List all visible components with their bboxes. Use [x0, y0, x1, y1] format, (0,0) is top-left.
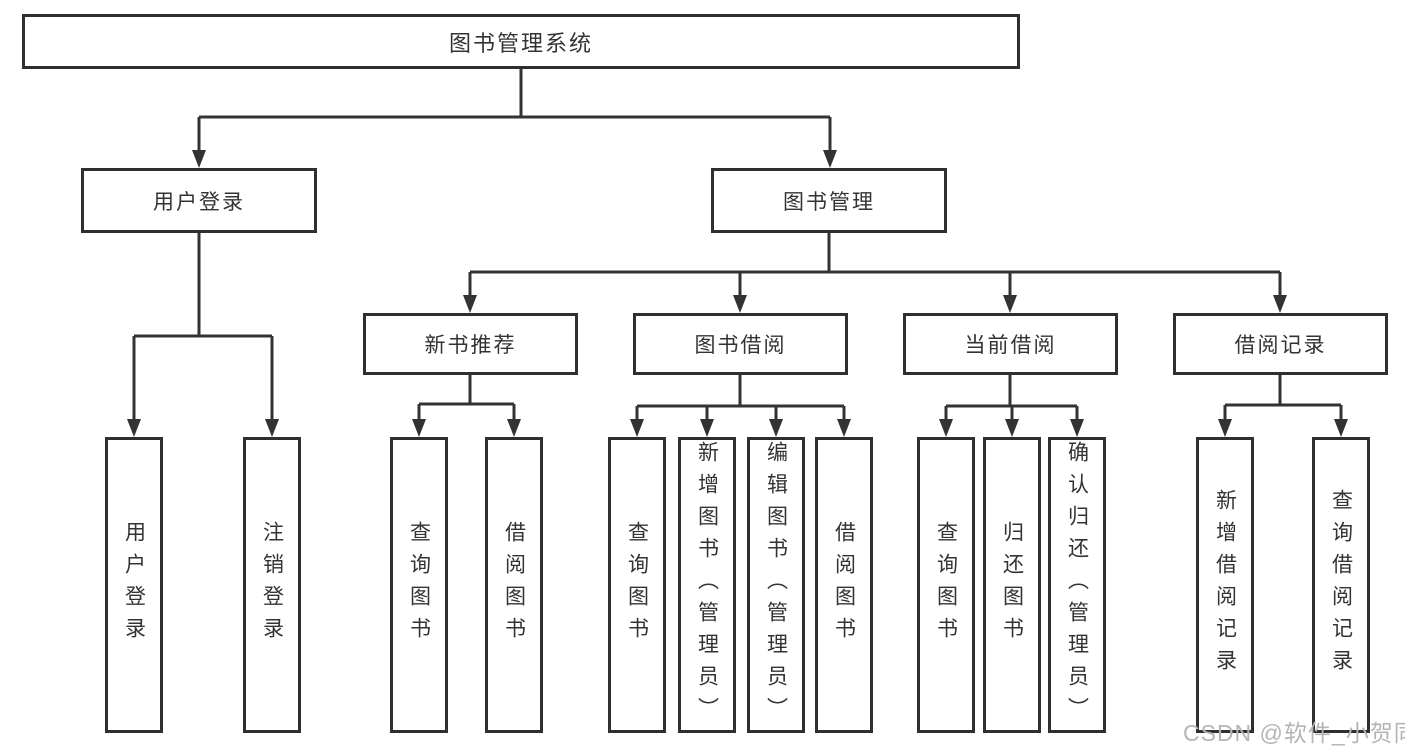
leaf-borrow-books-borrowing: 借阅图书 — [815, 437, 873, 733]
node-root: 图书管理系统 — [22, 14, 1020, 69]
leaf-user-login: 用户登录 — [105, 437, 163, 733]
node-book-management-label: 图书管理 — [783, 190, 875, 214]
node-new-book-recommend: 新书推荐 — [363, 313, 578, 375]
leaf-borrow-books-recommend-label: 借阅图书 — [502, 521, 526, 649]
node-user-login: 用户登录 — [81, 168, 317, 233]
leaf-add-books-admin: 新增图书（管理员） — [678, 437, 736, 733]
leaf-query-books-current: 查询图书 — [917, 437, 975, 733]
leaf-query-books-recommend-label: 查询图书 — [407, 521, 431, 649]
leaf-query-books-borrowing-label: 查询图书 — [625, 521, 649, 649]
node-borrowing-records-label: 借阅记录 — [1234, 334, 1327, 357]
leaf-logout: 注销登录 — [243, 437, 301, 733]
node-book-borrowing: 图书借阅 — [633, 313, 848, 375]
leaf-borrow-books-recommend: 借阅图书 — [485, 437, 543, 733]
leaf-confirm-return-admin: 确认归还（管理员） — [1048, 437, 1106, 733]
leaf-add-borrow-record-label: 新增借阅记录 — [1213, 489, 1237, 681]
node-book-management: 图书管理 — [711, 168, 947, 233]
leaf-borrow-books-borrowing-label: 借阅图书 — [832, 521, 856, 649]
csdn-watermark: CSDN @软件_小贺同学 — [1183, 720, 1405, 746]
leaf-query-borrow-record: 查询借阅记录 — [1312, 437, 1370, 733]
leaf-confirm-return-admin-label: 确认归还（管理员） — [1065, 441, 1089, 729]
node-book-borrowing-label: 图书借阅 — [694, 334, 787, 357]
leaf-logout-label: 注销登录 — [260, 521, 284, 649]
leaf-query-borrow-record-label: 查询借阅记录 — [1329, 489, 1353, 681]
leaf-query-books-current-label: 查询图书 — [934, 521, 958, 649]
node-new-book-recommend-label: 新书推荐 — [424, 334, 517, 357]
leaf-return-books-label: 归还图书 — [1000, 521, 1024, 649]
node-user-login-label: 用户登录 — [153, 190, 245, 214]
leaf-return-books: 归还图书 — [983, 437, 1041, 733]
leaf-add-books-admin-label: 新增图书（管理员） — [695, 441, 719, 729]
leaf-query-books-borrowing: 查询图书 — [608, 437, 666, 733]
node-current-borrowing: 当前借阅 — [903, 313, 1118, 375]
leaf-edit-books-admin: 编辑图书（管理员） — [747, 437, 805, 733]
arrowheads — [127, 150, 1348, 437]
leaf-user-login-label: 用户登录 — [122, 521, 146, 649]
leaf-add-borrow-record: 新增借阅记录 — [1196, 437, 1254, 733]
leaf-edit-books-admin-label: 编辑图书（管理员） — [764, 441, 788, 729]
leaf-query-books-recommend: 查询图书 — [390, 437, 448, 733]
node-root-label: 图书管理系统 — [448, 30, 593, 56]
node-current-borrowing-label: 当前借阅 — [964, 334, 1057, 357]
node-borrowing-records: 借阅记录 — [1173, 313, 1388, 375]
